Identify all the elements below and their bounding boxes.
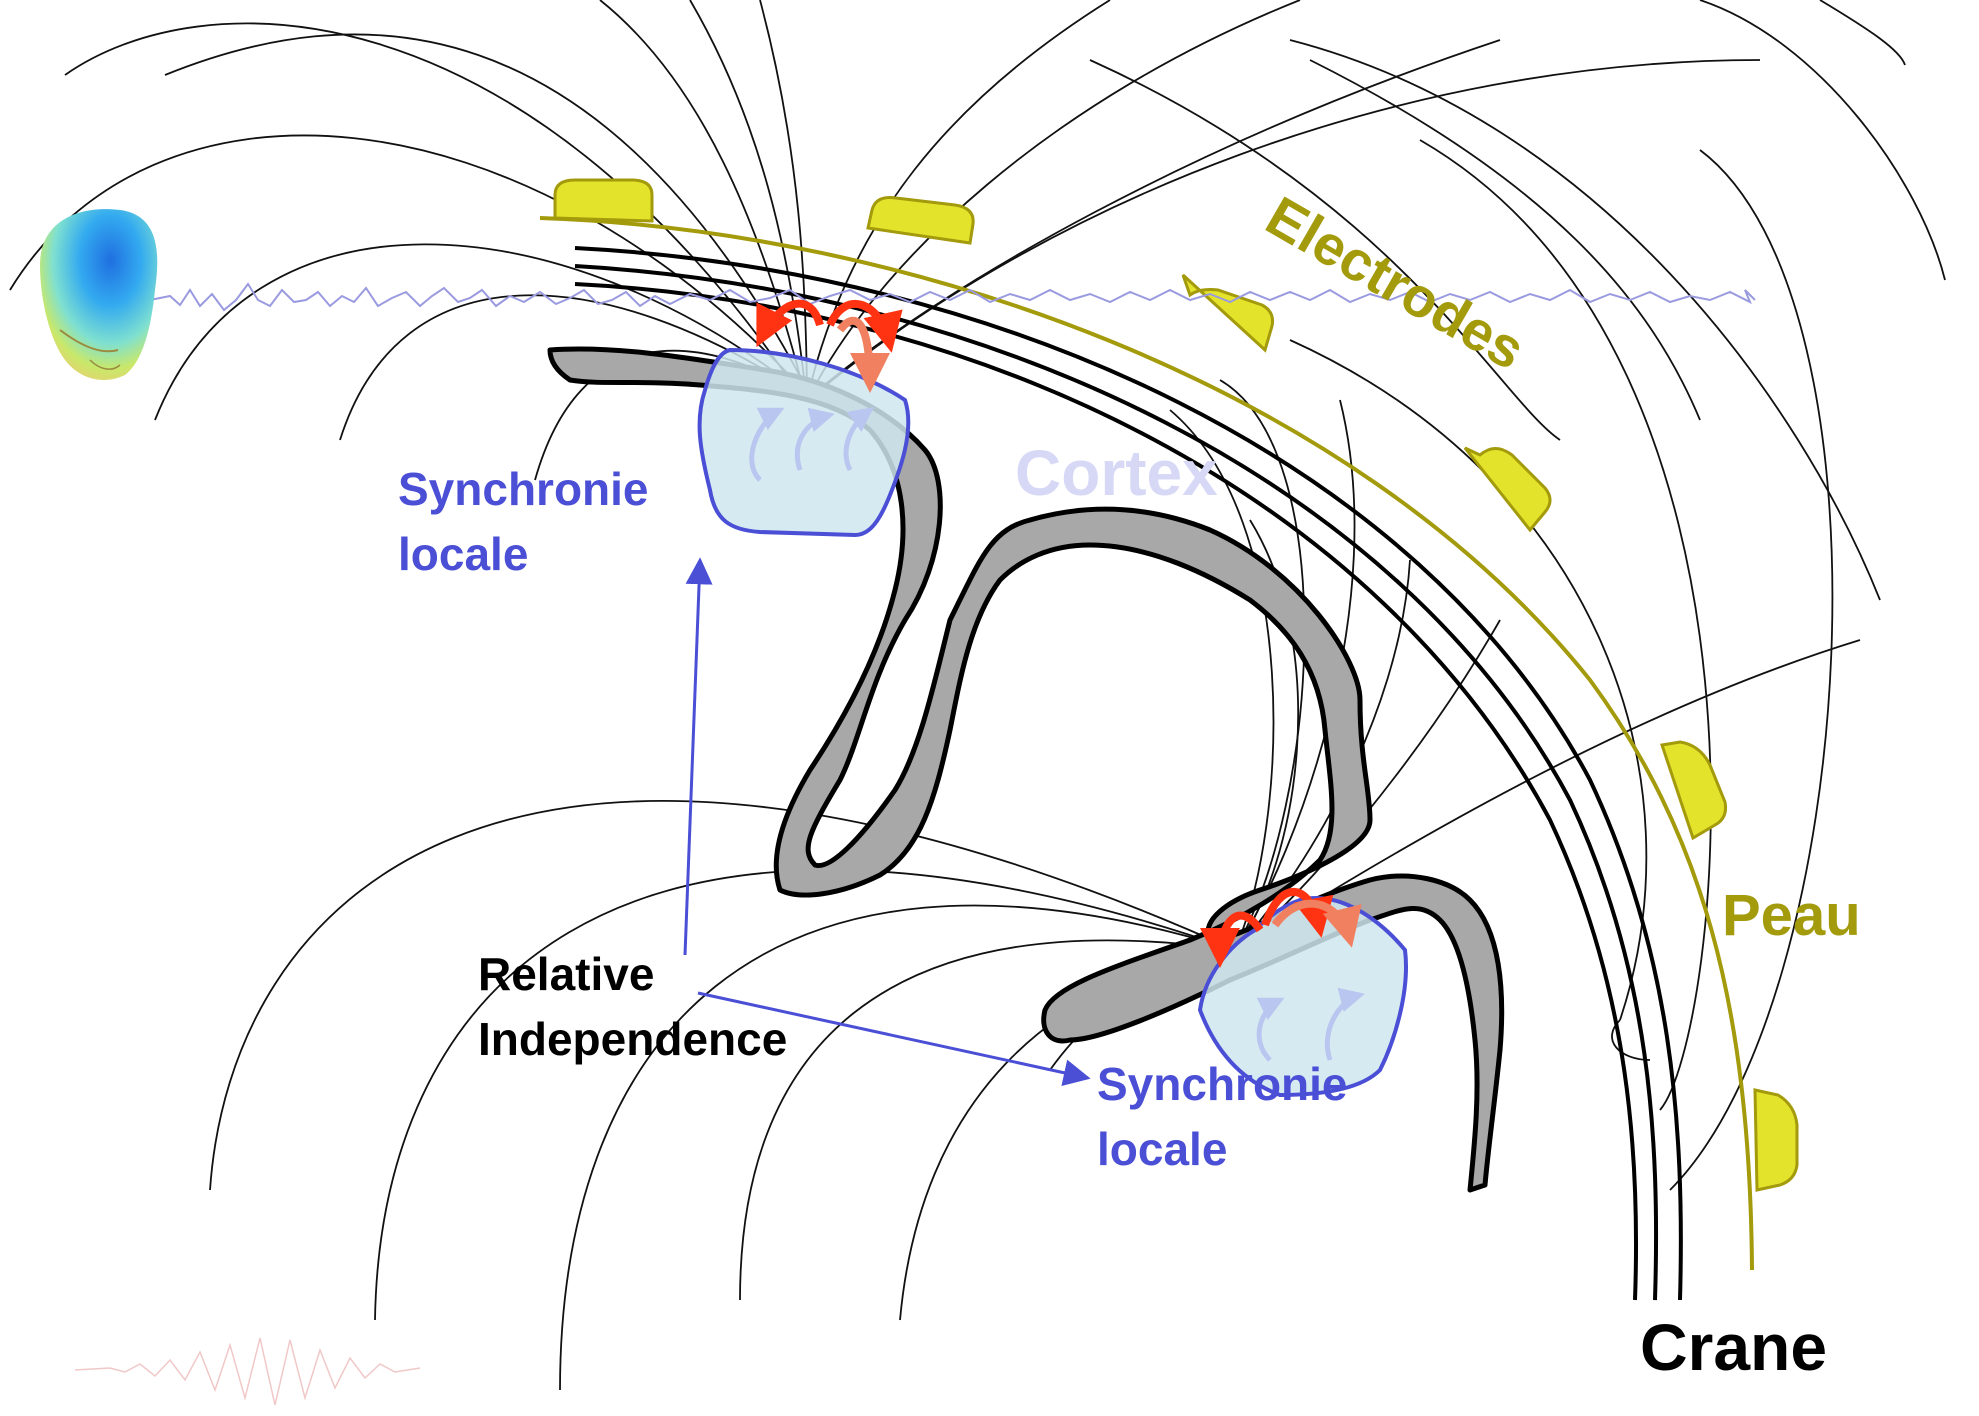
electrode-1 <box>555 180 652 221</box>
electrode-2 <box>868 198 973 244</box>
electrode-6 <box>1755 1090 1797 1190</box>
synchrony-lower-label-line1: Synchronie <box>1097 1058 1348 1110</box>
synchrony-lower-label-line2: locale <box>1097 1123 1227 1175</box>
synchrony-patch-upper <box>700 350 909 535</box>
independence-label-line2: Independence <box>478 1013 787 1065</box>
synchrony-upper-label-line1: Synchronie <box>398 463 649 515</box>
electrode-4 <box>1465 448 1550 530</box>
arrow-to-upper-synchrony <box>685 560 700 955</box>
scalp-eeg-head-icon <box>40 209 157 380</box>
cortex-label: Cortex <box>1015 437 1218 509</box>
electrode-3 <box>1183 275 1273 350</box>
oscillation-trace <box>75 1338 420 1405</box>
crane-label: Crane <box>1640 1310 1827 1384</box>
field-lines-lower-source <box>210 140 1860 1390</box>
electrodes-label: Electrodes <box>1256 184 1535 382</box>
synchrony-upper-label-line2: locale <box>398 528 528 580</box>
independence-label-line1: Relative <box>478 948 654 1000</box>
peau-label: Peau <box>1722 883 1861 948</box>
